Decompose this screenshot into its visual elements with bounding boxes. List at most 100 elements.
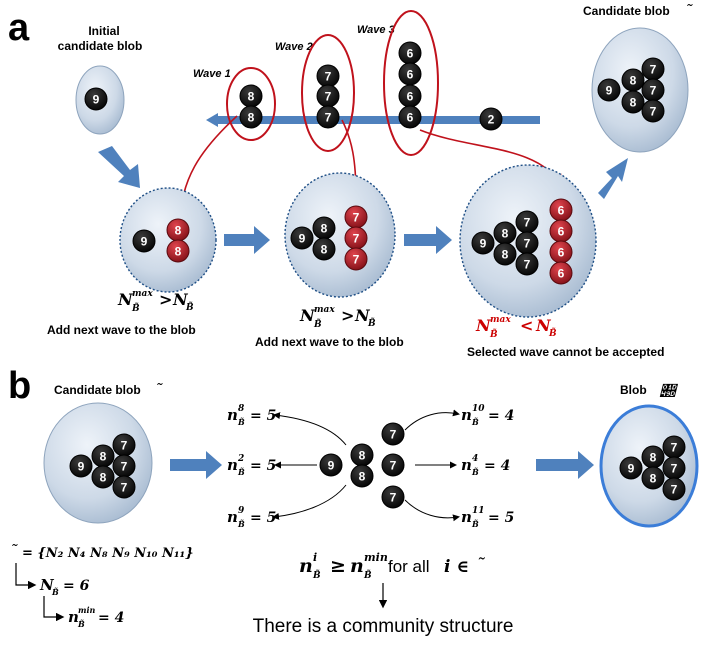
svg-text:≥: ≥ [330, 555, 346, 577]
svg-text:>: > [341, 306, 354, 325]
svg-text:N: N [535, 316, 552, 335]
red-node-6: 6 [549, 198, 573, 222]
size-definition: N B̃ = 6 [39, 576, 90, 597]
svg-text:7: 7 [524, 237, 531, 251]
svg-text:= 4: = 4 [488, 408, 514, 424]
node-9: 9 [84, 87, 108, 111]
candidate-blob-a [591, 27, 689, 153]
set-definition: 𝒝̃ = {N₂ N₄ N₈ N₉ N₁₀ N₁₁} [8, 544, 194, 561]
svg-text:= 4: = 4 [484, 458, 510, 474]
node-7: 7 [515, 231, 539, 255]
svg-text:= 5: = 5 [250, 458, 276, 474]
svg-text:8: 8 [321, 243, 328, 257]
node-8: 8 [312, 216, 336, 240]
blob-symbol-final: 𝒝 [659, 383, 679, 400]
bracket-arrow-2 [43, 596, 65, 622]
svg-text:7: 7 [650, 84, 657, 98]
node-6: 6 [398, 62, 422, 86]
wave1-label: Wave 1 [193, 68, 231, 80]
svg-text:7: 7 [650, 105, 657, 119]
node-7: 7 [641, 99, 665, 123]
svg-text:10: 10 [472, 404, 485, 414]
node-7: 7 [112, 475, 136, 499]
arrow-n8 [273, 412, 347, 446]
red-node-7: 7 [344, 226, 368, 250]
node-7: 7 [316, 84, 340, 108]
svg-text:6: 6 [558, 225, 565, 239]
svg-text:= {N₂ N₄ N₈ N₉ N₁₀ N₁₁}: = {N₂ N₄ N₈ N₉ N₁₀ N₁₁} [22, 546, 194, 561]
red-node-7: 7 [344, 205, 368, 229]
node-9: 9 [597, 78, 621, 102]
svg-text:6: 6 [407, 90, 414, 104]
svg-text:n: n [461, 508, 472, 526]
svg-text:7: 7 [390, 459, 397, 473]
svg-text:7: 7 [390, 491, 397, 505]
node-7: 7 [662, 477, 686, 501]
svg-text:8: 8 [100, 471, 107, 485]
red-node-8: 8 [166, 218, 190, 242]
label-n2: n 2 B̃ = 5 [227, 454, 276, 477]
stage2-blob [284, 172, 396, 298]
svg-text:<: < [520, 316, 533, 335]
node-9: 9 [471, 231, 495, 255]
node-7: 7 [641, 78, 665, 102]
svg-text:8: 8 [650, 451, 657, 465]
svg-text:7: 7 [671, 441, 678, 455]
label-n9: n 9 B̃ = 5 [227, 506, 276, 529]
svg-text:n: n [299, 555, 313, 577]
svg-text:7: 7 [353, 253, 360, 267]
candidate-label-a: Candidate blob [583, 4, 670, 18]
wave-timeline-arrowhead [206, 113, 218, 127]
svg-text:B̃: B̃ [51, 587, 59, 597]
wave2-label: Wave 2 [275, 41, 313, 53]
node-9: 9 [69, 454, 93, 478]
svg-text:max: max [490, 315, 511, 325]
label-n8: n 8 B̃ = 5 [227, 404, 276, 427]
svg-text:N: N [475, 316, 492, 335]
node-9: 9 [319, 453, 343, 477]
svg-text:9: 9 [606, 84, 613, 98]
node-8: 8 [350, 464, 374, 488]
node-2: 2 [479, 107, 503, 131]
svg-text:n: n [227, 406, 238, 424]
svg-text:= 5: = 5 [250, 408, 276, 424]
node-8: 8 [621, 68, 645, 92]
svg-text:7: 7 [524, 258, 531, 272]
blob-symbol-a: 𝒝̃ [683, 4, 694, 21]
caption1: Add next wave to the blob [47, 323, 196, 337]
svg-text:n: n [227, 508, 238, 526]
svg-text:= 5: = 5 [488, 510, 514, 526]
arrow-n9 [272, 484, 347, 520]
node-7: 7 [381, 453, 405, 477]
node-8: 8 [493, 221, 517, 245]
svg-text:𝒝̃: 𝒝̃ [474, 556, 487, 576]
node-8: 8 [91, 465, 115, 489]
condition1: N max B̃ > N B̃ [117, 289, 194, 314]
caption3: Selected wave cannot be accepted [467, 345, 664, 359]
node-8: 8 [621, 90, 645, 114]
arrow-candidate-to-analysis [170, 451, 222, 479]
svg-text:8: 8 [248, 90, 255, 104]
svg-text:= 6: = 6 [63, 578, 90, 594]
wave2-ellipse [301, 34, 355, 152]
svg-text:8: 8 [502, 227, 509, 241]
blob-symbol-b: 𝒝̃ [153, 383, 164, 400]
panel-a-label: a [8, 7, 30, 49]
svg-text:7: 7 [650, 63, 657, 77]
candidate-label-b: Candidate blob [54, 383, 141, 397]
initial-label-2: candidate blob [58, 39, 143, 53]
svg-text:>: > [159, 290, 172, 309]
svg-text:n: n [461, 456, 472, 474]
svg-text:max: max [132, 289, 153, 299]
svg-text:= 4: = 4 [98, 610, 124, 626]
red-node-7: 7 [344, 247, 368, 271]
min-definition: n min B̃ = 4 [68, 605, 124, 629]
svg-text:B̃: B̃ [548, 327, 557, 339]
wave-timeline-bar [215, 116, 540, 124]
svg-text:8: 8 [248, 111, 255, 125]
initial-label-1: Initial [88, 24, 119, 38]
node-8: 8 [493, 242, 517, 266]
